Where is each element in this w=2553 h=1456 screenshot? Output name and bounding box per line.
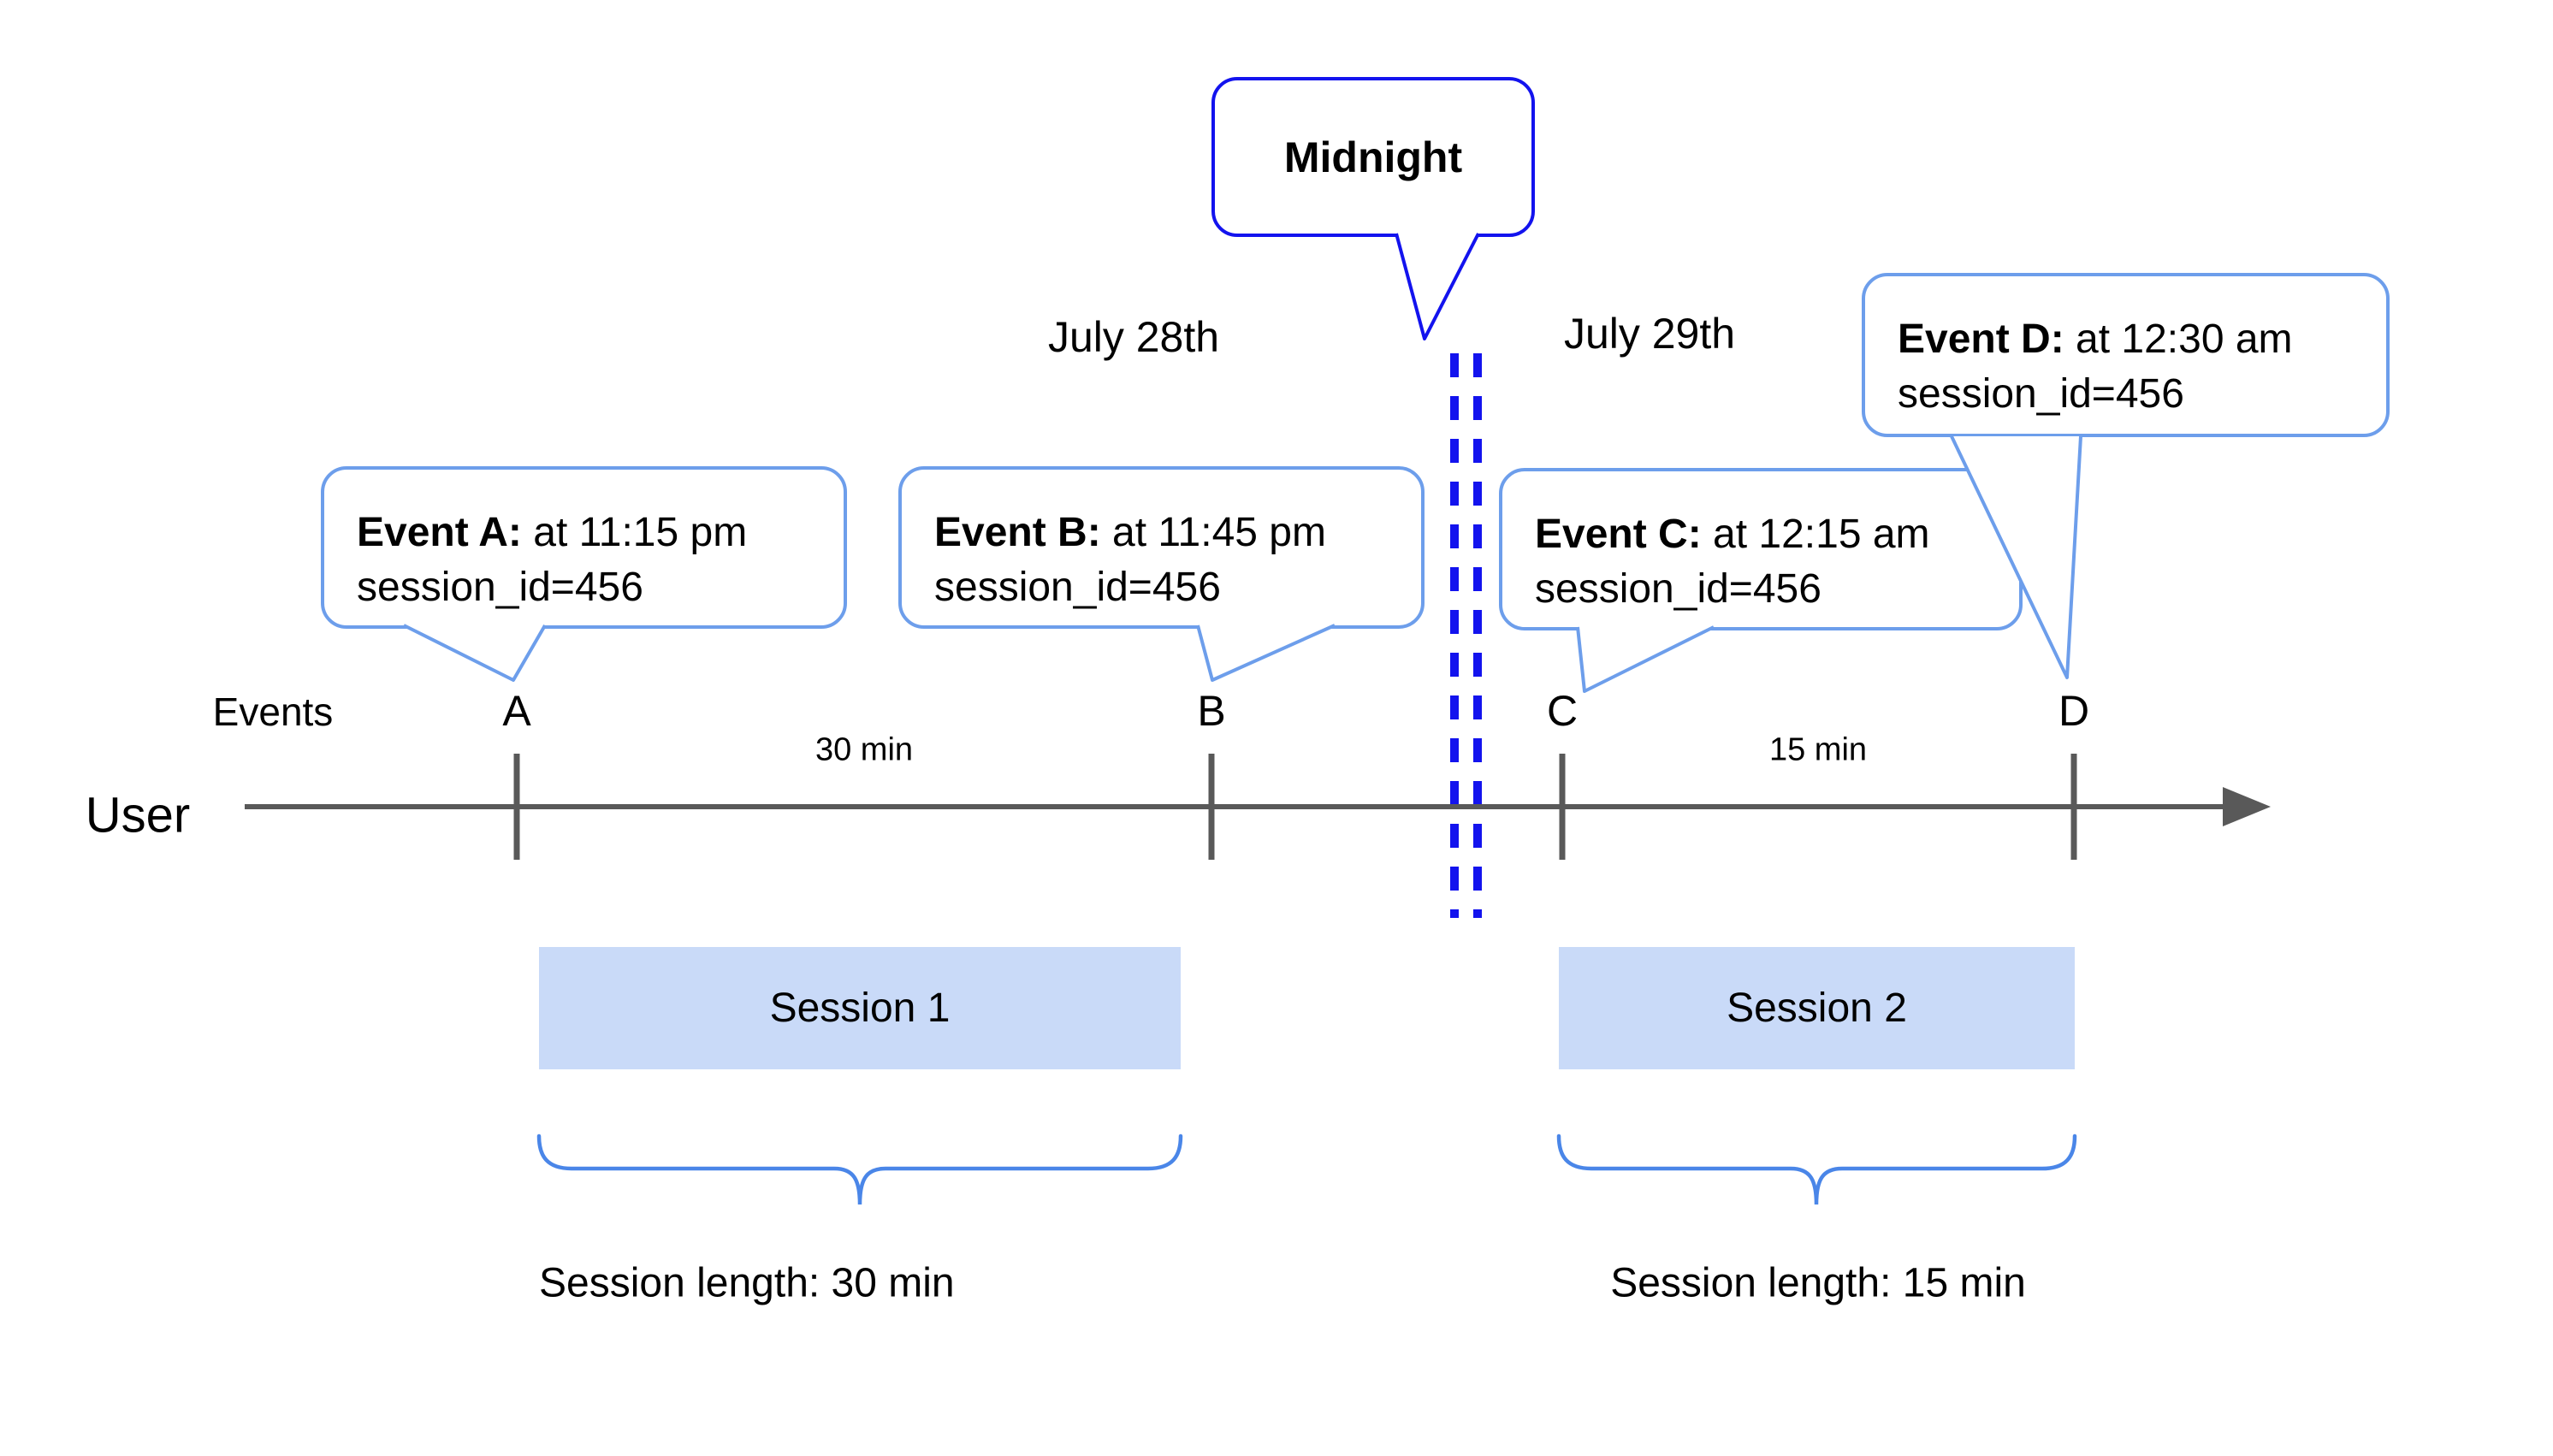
interval-label-30min: 30 min: [814, 731, 914, 768]
event-d-line1: Event D: at 12:30 am: [1898, 312, 2386, 367]
event-d-bubble-tail: [1950, 435, 2082, 679]
event-a-bubble-tail: [403, 624, 547, 682]
event-c-line1: Event C: at 12:15 am: [1535, 507, 2019, 562]
event-b-bubble: Event B: at 11:45 pm session_id=456: [898, 466, 1425, 629]
event-a-line1: Event A: at 11:15 pm: [357, 506, 844, 560]
session-1-length-label: Session length: 30 min: [539, 1260, 955, 1306]
tick-label-d: D: [2058, 687, 2090, 735]
event-d-bubble: Event D: at 12:30 am session_id=456: [1862, 273, 2390, 437]
session-1-label: Session 1: [769, 985, 951, 1031]
midnight-bubble: Midnight: [1211, 77, 1535, 237]
session-2-label: Session 2: [1727, 985, 1907, 1031]
event-b-session: session_id=456: [934, 565, 1221, 610]
tick-label-b: B: [1197, 687, 1226, 735]
timeline-arrowhead-icon: [2223, 787, 2271, 826]
event-a-session: session_id=456: [357, 565, 643, 610]
event-b-bubble-tail: [1196, 624, 1336, 682]
midnight-bubble-tail: [1395, 233, 1480, 340]
tick-label-a: A: [502, 687, 531, 735]
event-a-time: at 11:15 pm: [521, 510, 748, 555]
event-c-bubble: Event C: at 12:15 am session_id=456: [1499, 468, 2023, 630]
tick-label-c: C: [1546, 687, 1579, 735]
session-2-length-label: Session length: 15 min: [1610, 1260, 2026, 1306]
event-a-name: Event A:: [357, 510, 522, 555]
interval-label-15min: 15 min: [1768, 731, 1868, 768]
date-label-july-28: July 28th: [1047, 313, 1220, 361]
event-d-time: at 12:30 am: [2064, 317, 2293, 362]
midnight-label: Midnight: [1283, 133, 1463, 181]
event-c-session: session_id=456: [1535, 566, 1821, 612]
session-1-box: Session 1: [539, 947, 1181, 1069]
events-axis-label: Events: [212, 690, 334, 734]
event-b-name: Event B:: [934, 510, 1101, 555]
event-a-bubble: Event A: at 11:15 pm session_id=456: [321, 466, 847, 629]
date-label-july-29: July 29th: [1563, 310, 1736, 358]
event-b-line1: Event B: at 11:45 pm: [934, 506, 1421, 560]
event-b-time: at 11:45 pm: [1100, 510, 1326, 555]
event-c-time: at 12:15 am: [1701, 512, 1930, 557]
session-2-brace: [1556, 1133, 2077, 1205]
session-2-box: Session 2: [1559, 947, 2075, 1069]
event-c-bubble-tail: [1576, 625, 1715, 693]
session-1-brace: [536, 1133, 1183, 1205]
user-axis-label: User: [85, 787, 191, 843]
event-d-name: Event D:: [1898, 317, 2064, 362]
event-c-name: Event C:: [1535, 512, 1702, 557]
event-d-session: session_id=456: [1898, 371, 2184, 417]
